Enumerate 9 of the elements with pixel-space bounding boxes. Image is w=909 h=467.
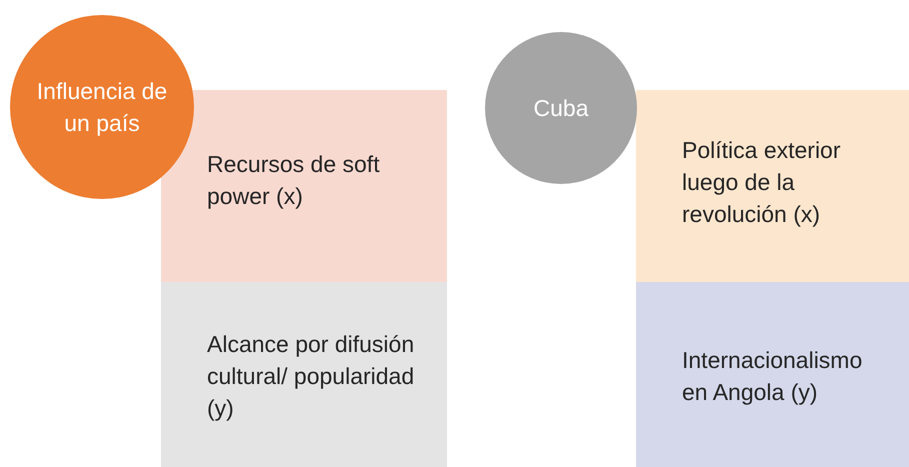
text-box — [636, 90, 909, 282]
text-box — [161, 282, 447, 467]
box-text: Internacionalismo en Angola (y) — [682, 346, 864, 407]
circle-label: Influencia de un país — [36, 77, 168, 138]
circle-label: Cuba — [532, 94, 590, 123]
box-text: Recursos de soft power (x) — [207, 150, 381, 211]
text-box — [636, 282, 909, 467]
box-text: Alcance por difusión cultural/ popularidad (y) — [207, 330, 416, 423]
box-text: Política exterior luego de la revolución (x) — [682, 136, 842, 229]
